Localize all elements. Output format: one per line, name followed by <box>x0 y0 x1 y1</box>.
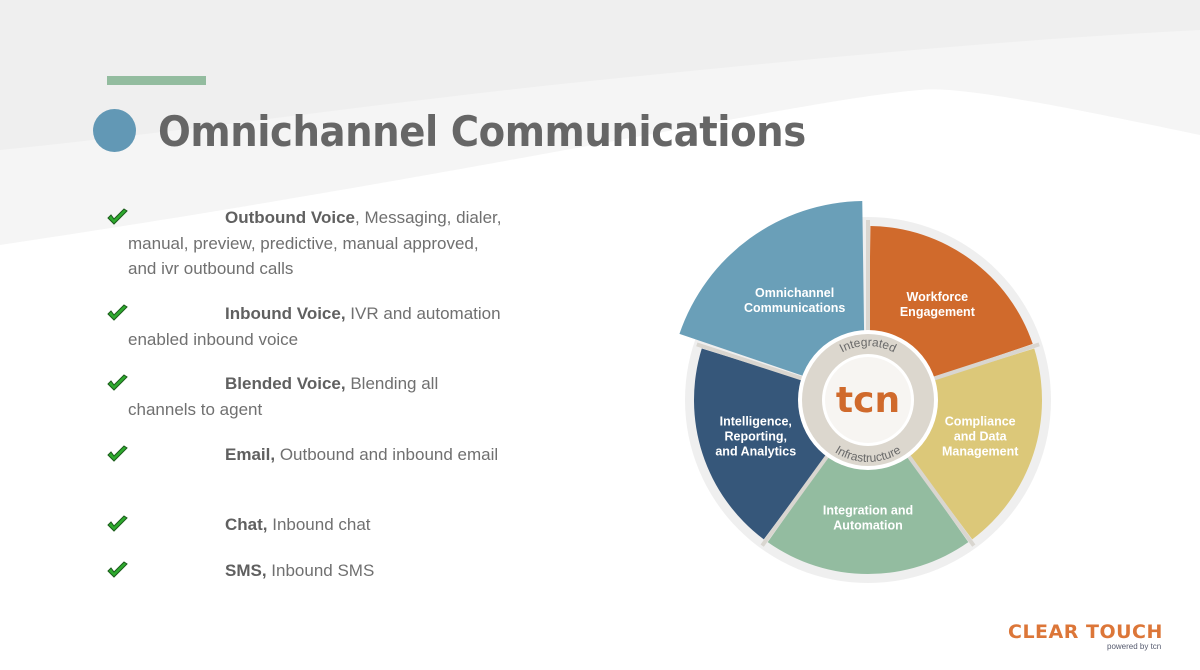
bullet-title: Inbound Voice, <box>225 304 346 323</box>
segment-label: Automation <box>833 519 902 533</box>
segment-label: Management <box>942 444 1019 458</box>
segment-workforce-engagement <box>868 226 1033 381</box>
checkmark-icon <box>107 445 128 462</box>
clear-touch-logo: CLEAR TOUCH powered by tcn <box>1008 621 1168 651</box>
bullet-title: Chat, <box>225 515 268 534</box>
bullet-description: , Messaging, dialer, manual, preview, pr… <box>128 208 502 278</box>
hub-logo-tcn: tcn <box>836 380 900 421</box>
list-item: Email, Outbound and inbound email <box>105 442 505 468</box>
list-item: Blended Voice, Blending all channels to … <box>105 371 505 422</box>
bullet-description: Blending all channels to agent <box>128 374 439 419</box>
segment-label: Intelligence, <box>720 414 792 428</box>
segment-label: Omnichannel <box>755 286 834 300</box>
segment-label: Workforce <box>907 290 969 304</box>
title-dot <box>93 109 136 152</box>
bullet-description: Inbound chat <box>267 515 371 534</box>
bullet-title: Outbound Voice <box>225 208 356 227</box>
segment-label: Reporting, <box>725 429 788 443</box>
segment-label: Communications <box>744 301 845 315</box>
segment-omnichannel <box>679 201 865 378</box>
segment-intelligence-analytics <box>694 348 833 540</box>
segment-divider <box>901 447 976 547</box>
bullet-description: IVR and automation enabled inbound voice <box>128 304 501 349</box>
page-title: Omnichannel Communications <box>158 107 806 156</box>
bullet-title: SMS, <box>225 561 267 580</box>
segment-label: Integration and <box>823 504 913 518</box>
segment-label: and Data <box>954 429 1008 443</box>
segment-label: Compliance <box>945 414 1016 428</box>
checkmark-icon <box>107 304 128 321</box>
logo-wordmark: CLEAR TOUCH <box>1008 621 1163 643</box>
checkmark-icon <box>107 208 128 225</box>
segment-divider <box>760 447 835 547</box>
bullet-title: Email, <box>225 445 276 464</box>
bullet-description: Outbound and inbound email <box>275 445 499 464</box>
hub-center <box>825 357 911 443</box>
list-item: Inbound Voice, IVR and automation enable… <box>105 301 505 352</box>
list-item: SMS, Inbound SMS <box>105 558 505 584</box>
ring-label-bottom: Infrastructure <box>833 442 903 465</box>
list-item: Outbound Voice, Messaging, dialer, manua… <box>105 205 505 282</box>
checkmark-icon <box>107 374 128 391</box>
segment-label: Engagement <box>900 305 976 319</box>
segment-compliance-data <box>903 348 1042 540</box>
logo-tagline: powered by tcn <box>1107 642 1162 651</box>
accent-bar <box>107 76 206 85</box>
bullet-title: Blended Voice, <box>225 374 346 393</box>
segment-divider <box>924 342 1040 384</box>
segment-label: and Analytics <box>715 444 796 458</box>
bullet-description: Inbound SMS <box>266 561 375 580</box>
list-item: Chat, Inbound chat <box>105 512 505 538</box>
checkmark-icon <box>107 515 128 532</box>
checkmark-icon <box>107 561 128 578</box>
segment-divider <box>696 342 812 384</box>
segment-integration-automation <box>767 449 969 574</box>
